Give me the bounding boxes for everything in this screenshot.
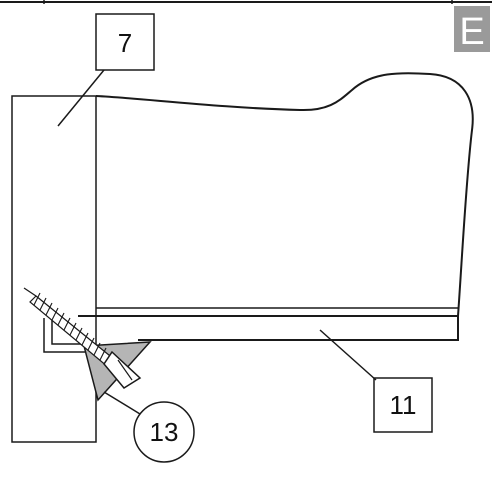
shelf-outline [78, 315, 459, 341]
bracket-channel [43, 318, 90, 353]
screw-tip [23, 287, 37, 297]
callout-11-label: 11 [390, 390, 417, 420]
screw-thread [33, 292, 107, 361]
step-badge-background [454, 6, 490, 52]
callout-7: 7 [57, 13, 155, 127]
board-cutaway-outline [95, 72, 474, 317]
callout-11: 11 [319, 329, 433, 433]
callout-13-label: 13 [150, 417, 179, 447]
step-badge-letter: E [459, 11, 484, 53]
callout-13-leader [103, 391, 141, 415]
step-badge: E [454, 6, 490, 53]
callout-13-circle [133, 401, 195, 463]
callout-11-leader [319, 329, 377, 381]
side-panel [11, 95, 97, 443]
callout-13: 13 [103, 391, 195, 463]
screw [23, 287, 142, 389]
callout-7-leader [57, 69, 105, 127]
callout-11-box [373, 377, 433, 433]
screw-head-slot [117, 359, 133, 381]
callout-7-box [95, 13, 155, 71]
callout-7-label: 7 [118, 28, 132, 58]
